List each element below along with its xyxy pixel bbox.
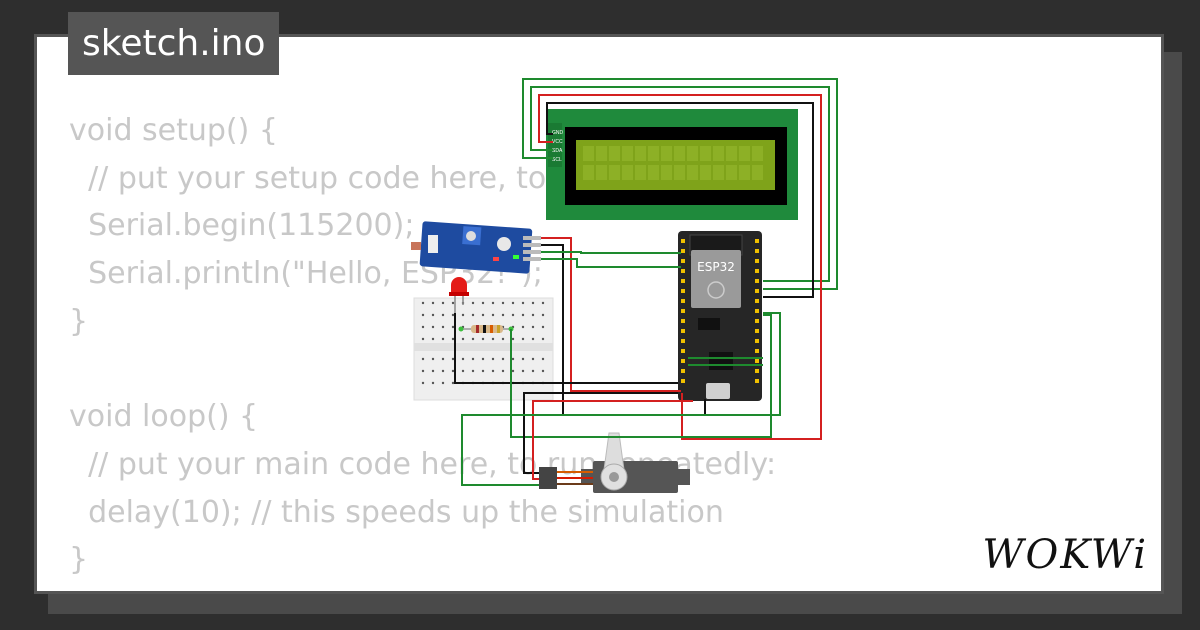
- lcd-pin-label: VCC: [552, 139, 563, 145]
- code-line: delay(10); // this speeds up the simulat…: [69, 494, 724, 530]
- lcd-pin-label: SDA: [552, 148, 563, 154]
- wires: [454, 78, 838, 486]
- lcd-pin-label: GND: [552, 130, 564, 136]
- code-line: }: [69, 303, 89, 339]
- lcd-display: GND VCC SDA SCL: [546, 109, 798, 220]
- circuit-diagram: GND VCC SDA SCL: [411, 78, 838, 493]
- wokwi-logo: WOKWi: [982, 532, 1148, 578]
- code-line: void setup() {: [69, 113, 278, 148]
- code-editor: void setup() { // put your setup code he…: [69, 107, 776, 584]
- file-tab: sketch.ino: [68, 12, 280, 75]
- preview-card: void setup() { // put your setup code he…: [34, 34, 1164, 594]
- servo-motor: [539, 432, 690, 493]
- ldr-sensor-module: [411, 221, 541, 274]
- code-line: Serial.begin(115200);: [69, 208, 415, 244]
- resistor: [458, 325, 514, 333]
- code-line: void loop() {: [69, 399, 259, 435]
- lcd-pin-label: SCL: [552, 157, 562, 163]
- breadboard: [413, 297, 554, 401]
- esp32-board: ESP32: [678, 231, 762, 401]
- code-line: }: [69, 542, 89, 578]
- esp32-label: ESP32: [697, 260, 735, 274]
- led: [449, 277, 469, 313]
